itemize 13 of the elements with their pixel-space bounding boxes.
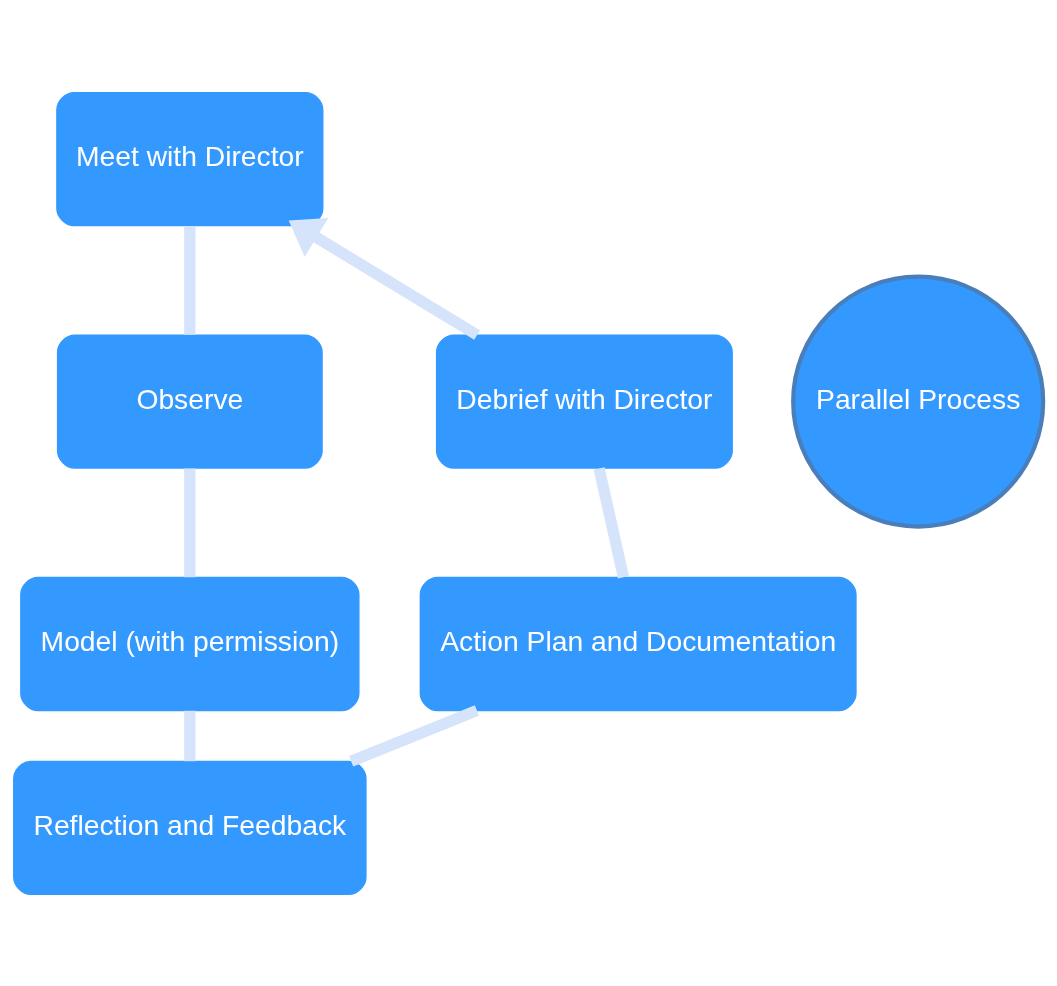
node-box: Observe (56, 333, 323, 469)
node-box: Meet with Director (56, 91, 324, 226)
arrow (288, 217, 481, 340)
connector (349, 704, 480, 767)
connector (184, 225, 196, 335)
node-box: Model (with permission) (20, 576, 360, 711)
node-box: Action Plan and Documentation (419, 576, 857, 711)
node-box: Debrief with Director (435, 333, 733, 469)
node-box: Reflection and Feedback (13, 760, 367, 895)
connector (184, 710, 196, 761)
connector (184, 467, 196, 577)
connector (593, 466, 629, 578)
node-circle: Parallel Process (791, 273, 1046, 529)
